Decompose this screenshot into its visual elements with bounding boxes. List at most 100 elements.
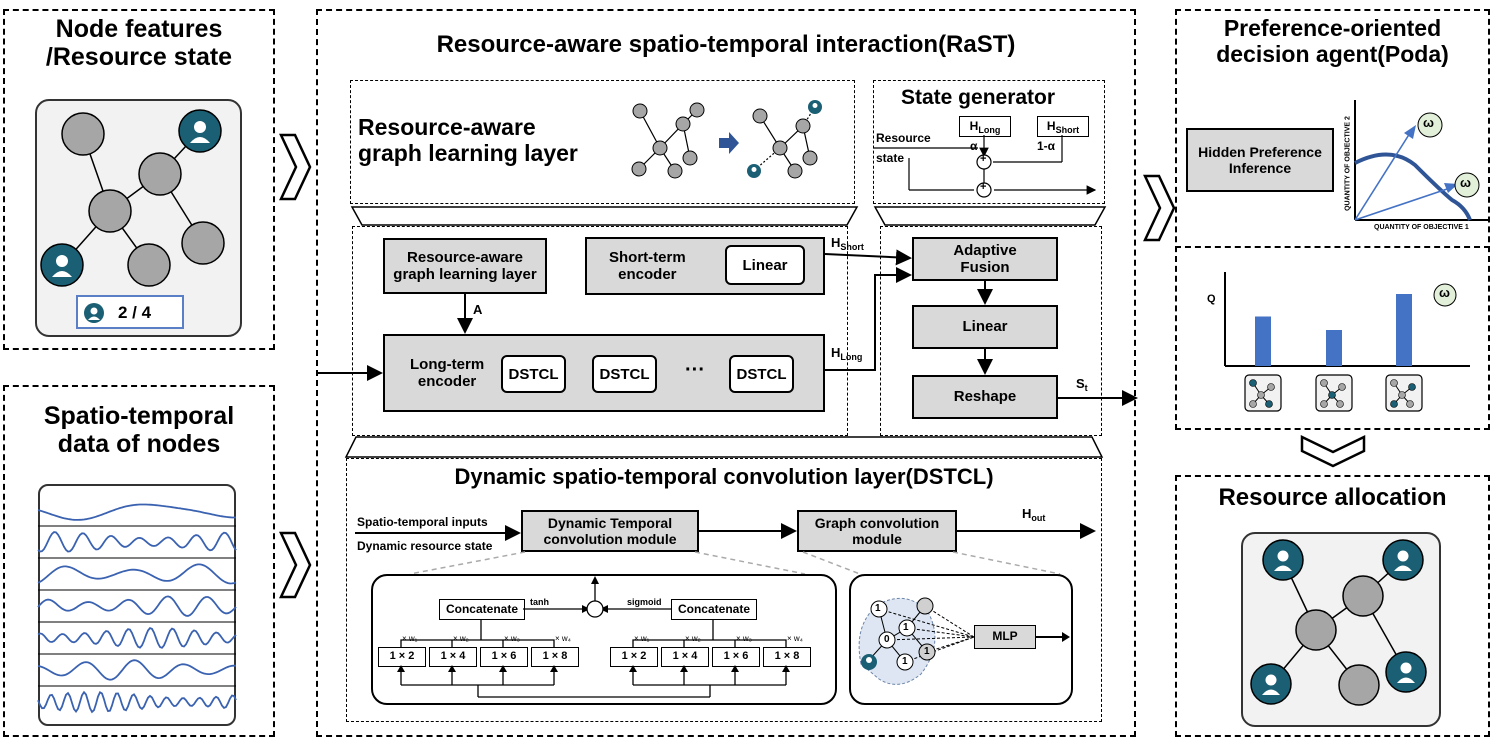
kernel-box: 1 × 2 bbox=[610, 647, 658, 667]
pareto-plot bbox=[1354, 100, 1488, 221]
resource-label: Resource bbox=[876, 131, 931, 145]
weight-label: × w₃ bbox=[736, 634, 752, 643]
graph-transform-illustration bbox=[631, 100, 822, 179]
reshape-block: Reshape bbox=[912, 375, 1058, 419]
omega-label: ω bbox=[1460, 175, 1471, 190]
q-value-chart bbox=[1224, 272, 1470, 412]
axis-y-label: QUANTITY OF OBJECTIVE 2 bbox=[1344, 116, 1352, 211]
fusion-region bbox=[880, 226, 1102, 436]
mini-node-label: 1 bbox=[902, 656, 908, 667]
graph-thumbnail-icon bbox=[1385, 374, 1423, 412]
h-short-box: HShort bbox=[1037, 116, 1089, 137]
mini-node-label: 1 bbox=[875, 603, 881, 614]
h-long-box: HLong bbox=[959, 116, 1011, 137]
kernel-box: 1 × 2 bbox=[378, 647, 426, 667]
axis-x-label: QUANTITY OF OBJECTIVE 1 bbox=[1374, 224, 1469, 231]
expand-connector bbox=[350, 206, 859, 226]
node-features-title: Node features /Resource state bbox=[45, 15, 233, 71]
mini-node-label: 0 bbox=[884, 634, 890, 645]
linear-block: Linear bbox=[912, 305, 1058, 349]
state-generator-wires bbox=[873, 135, 1097, 198]
mini-node-label: 1 bbox=[924, 646, 930, 657]
state-generator-title: State generator bbox=[901, 86, 1056, 109]
poda-panel bbox=[1175, 9, 1490, 430]
omega-label: ω bbox=[1439, 285, 1450, 300]
dstcl-block: DSTCL bbox=[592, 355, 657, 393]
a-label: A bbox=[473, 302, 483, 317]
alpha-label: α bbox=[970, 139, 978, 153]
kernel-box: 1 × 4 bbox=[429, 647, 477, 667]
person-icon bbox=[40, 243, 84, 287]
q-bar bbox=[1326, 330, 1342, 366]
resource-count: 2 / 4 bbox=[118, 303, 152, 322]
graph-layer-region bbox=[350, 80, 855, 204]
state-label: state bbox=[876, 151, 905, 165]
kernel-box: 1 × 6 bbox=[712, 647, 760, 667]
chevron-right-icon bbox=[279, 133, 312, 201]
input-spatiotemporal: Spatio-temporal inputs bbox=[357, 515, 488, 529]
allocation-panel bbox=[1175, 475, 1490, 737]
plus-symbol: + bbox=[980, 181, 987, 193]
plus-symbol: + bbox=[980, 153, 987, 165]
chevron-right-icon bbox=[1143, 174, 1176, 242]
concatenate-right: Concatenate bbox=[671, 599, 757, 620]
mini-graph bbox=[858, 597, 1070, 685]
kernel-box: 1 × 4 bbox=[661, 647, 709, 667]
q-label: Q bbox=[1207, 293, 1216, 305]
tanh-label: tanh bbox=[530, 597, 549, 607]
h-short-label: HShort bbox=[831, 235, 864, 252]
graph-thumbnail-icon bbox=[1315, 374, 1353, 412]
dstcl-block: DSTCL bbox=[501, 355, 566, 393]
person-icon bbox=[861, 654, 877, 670]
node-graph-left bbox=[40, 109, 225, 287]
dstcl-region bbox=[346, 458, 1102, 722]
graph-layer-title: Resource-aware graph learning layer bbox=[358, 114, 578, 166]
weight-label: × w₁ bbox=[402, 634, 418, 643]
kernel-box: 1 × 8 bbox=[531, 647, 579, 667]
sigmoid-label: sigmoid bbox=[627, 597, 662, 607]
state-generator-region bbox=[873, 80, 1105, 204]
person-icon bbox=[84, 303, 104, 323]
allocation-graph bbox=[1250, 539, 1427, 706]
gated-conv-detail bbox=[371, 574, 837, 705]
q-bar bbox=[1396, 294, 1412, 366]
weight-label: × w₂ bbox=[685, 634, 701, 643]
spatiotemporal-title: Spatio-temporal data of nodes bbox=[43, 402, 235, 458]
q-bar bbox=[1255, 316, 1271, 366]
poda-divider bbox=[1175, 246, 1490, 248]
rast-title: Resource-aware spatio-temporal interacti… bbox=[436, 31, 1016, 58]
dstcl-title: Dynamic spatio-temporal convolution laye… bbox=[454, 464, 994, 489]
graph-conv-detail bbox=[849, 574, 1073, 705]
mini-node-label: 1 bbox=[903, 622, 909, 633]
person-icon bbox=[178, 109, 222, 153]
encoder-region bbox=[352, 226, 848, 436]
h-long-label: HLong bbox=[831, 345, 863, 362]
person-icon bbox=[747, 164, 761, 178]
weight-label: × w₄ bbox=[555, 634, 571, 643]
graph-thumbnail-icon bbox=[1244, 374, 1282, 412]
node-features-panel bbox=[3, 9, 275, 350]
kernel-box: 1 × 6 bbox=[480, 647, 528, 667]
input-resource-state: Dynamic resource state bbox=[357, 539, 493, 553]
weight-label: × w₁ bbox=[634, 634, 650, 643]
h-out-label: Hout bbox=[1022, 506, 1046, 523]
chevron-down-icon bbox=[1300, 435, 1366, 468]
spatiotemporal-panel bbox=[3, 385, 275, 737]
expand-connector bbox=[873, 206, 1107, 226]
weight-label: × w₄ bbox=[787, 634, 803, 643]
omega-label: ω bbox=[1423, 115, 1434, 130]
one-minus-alpha-label: 1-α bbox=[1037, 139, 1056, 153]
allocation-title: Resource allocation bbox=[1218, 484, 1447, 511]
weight-label: × w₃ bbox=[504, 634, 520, 643]
weight-label: × w₂ bbox=[453, 634, 469, 643]
omega-circle bbox=[1433, 283, 1457, 307]
